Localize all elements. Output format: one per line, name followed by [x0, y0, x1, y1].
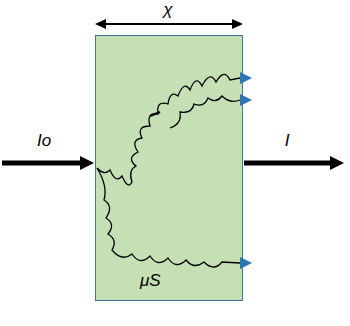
- arrowhead: [330, 156, 344, 170]
- transmitted-beam: [244, 156, 344, 170]
- arrowhead: [232, 19, 243, 29]
- width-dimension: [95, 19, 243, 29]
- coefficient-label: μS: [140, 272, 161, 291]
- absorbing-slab: μS: [95, 35, 243, 301]
- dimension-line: [104, 23, 234, 25]
- beam-line: [244, 161, 330, 166]
- intensity-label: Io: [37, 132, 51, 151]
- arrowhead: [95, 19, 106, 29]
- intensity-label: I: [285, 132, 290, 151]
- width-label: χ: [163, 1, 172, 20]
- arrowhead: [80, 156, 94, 170]
- incident-beam: [2, 156, 94, 170]
- beam-line: [2, 161, 82, 166]
